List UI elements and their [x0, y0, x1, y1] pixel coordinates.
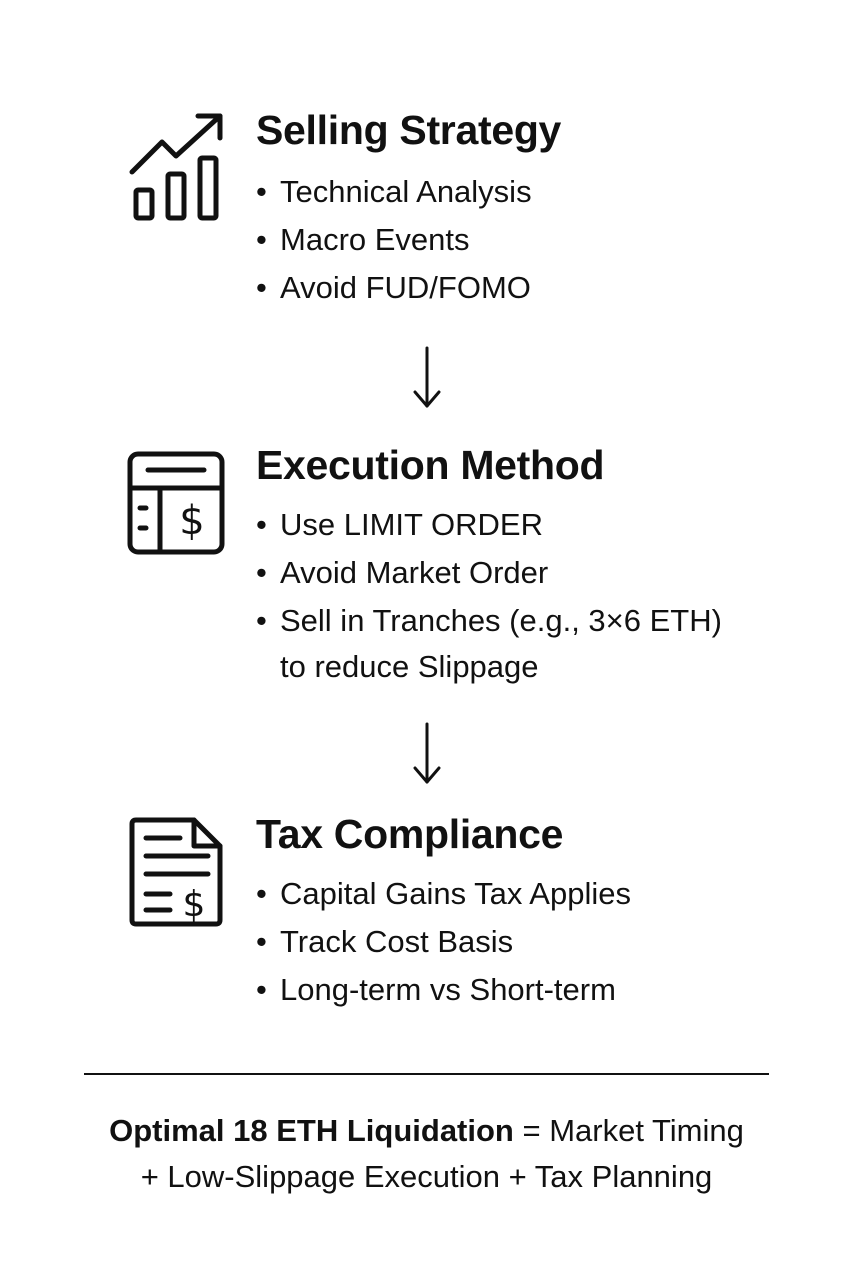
list-item: •Capital Gains Tax Applies: [256, 870, 631, 918]
bullet-dot: •: [256, 270, 267, 305]
summary-line-1: Optimal 18 ETH Liquidation = Market Timi…: [109, 1113, 744, 1148]
bullet-dot: •: [256, 972, 267, 1007]
section-title: Selling Strategy: [256, 107, 562, 153]
svg-text:$: $: [179, 498, 204, 544]
bullet-dot: •: [256, 603, 267, 638]
svg-text:$: $: [183, 884, 206, 925]
summary: Optimal 18 ETH Liquidation = Market Timi…: [0, 1108, 853, 1200]
summary-emphasis: Optimal 18 ETH Liquidation: [109, 1113, 514, 1148]
section-title: Tax Compliance: [256, 811, 564, 857]
summary-line-2: + Low-Slippage Execution + Tax Planning: [140, 1159, 713, 1194]
tax-document-dollar-icon: $: [124, 816, 228, 928]
list-item: •Macro Events: [256, 216, 532, 264]
list-item: •Sell in Tranches (e.g., 3×6 ETH)to redu…: [256, 597, 722, 689]
bullet-list: •Capital Gains Tax Applies •Track Cost B…: [256, 870, 631, 1014]
bullet-dot: •: [256, 876, 267, 911]
list-item: •Long-term vs Short-term: [256, 966, 631, 1014]
bullet-continuation: to reduce Slippage: [280, 649, 539, 684]
list-item: •Technical Analysis: [256, 168, 532, 216]
bullet-dot: •: [256, 507, 267, 542]
down-arrow-icon: [409, 346, 445, 410]
list-item: •Track Cost Basis: [256, 918, 631, 966]
list-item: •Avoid FUD/FOMO: [256, 264, 532, 312]
list-item: •Use LIMIT ORDER: [256, 501, 722, 549]
bullet-dot: •: [256, 222, 267, 257]
rising-bar-chart-icon: [124, 110, 228, 222]
bullet-list: •Technical Analysis •Macro Events •Avoid…: [256, 168, 532, 312]
divider: [84, 1073, 769, 1075]
order-ticket-dollar-icon: $: [124, 448, 228, 560]
down-arrow-icon: [409, 722, 445, 786]
bullet-dot: •: [256, 174, 267, 209]
section-title: Execution Method: [256, 442, 605, 488]
bullet-dot: •: [256, 555, 267, 590]
bullet-dot: •: [256, 924, 267, 959]
bullet-list: •Use LIMIT ORDER •Avoid Market Order •Se…: [256, 501, 722, 689]
list-item: •Avoid Market Order: [256, 549, 722, 597]
